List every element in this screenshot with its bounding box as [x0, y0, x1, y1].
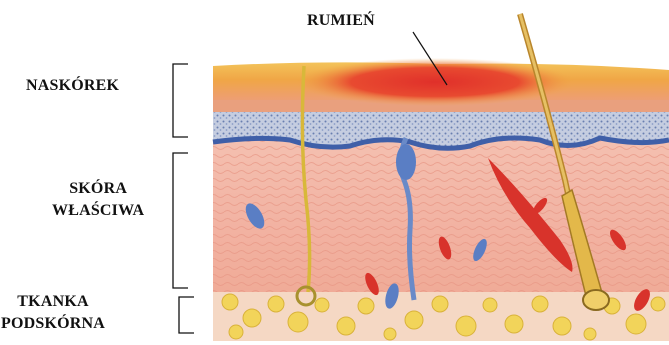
label-skora-line2: WŁAŚCIWA: [52, 200, 144, 222]
label-naskorek: NASKÓREK: [26, 75, 119, 97]
label-tkanka-line2: PODSKÓRNA: [1, 313, 105, 335]
layer-brackets: [173, 64, 194, 333]
label-rumien: RUMIEŃ: [307, 10, 375, 32]
bracket-tkanka: [179, 297, 194, 333]
bracket-skora: [173, 153, 188, 288]
dermis-layer: [213, 140, 669, 300]
label-tkanka-line1: TKANKA: [1, 291, 105, 313]
label-tkanka-podskorna: TKANKA PODSKÓRNA: [1, 291, 105, 334]
bracket-naskorek: [173, 64, 188, 137]
label-skora-line1: SKÓRA: [52, 178, 144, 200]
epidermis-layer: [213, 58, 669, 148]
label-skora-wlasciwa: SKÓRA WŁAŚCIWA: [52, 178, 144, 221]
